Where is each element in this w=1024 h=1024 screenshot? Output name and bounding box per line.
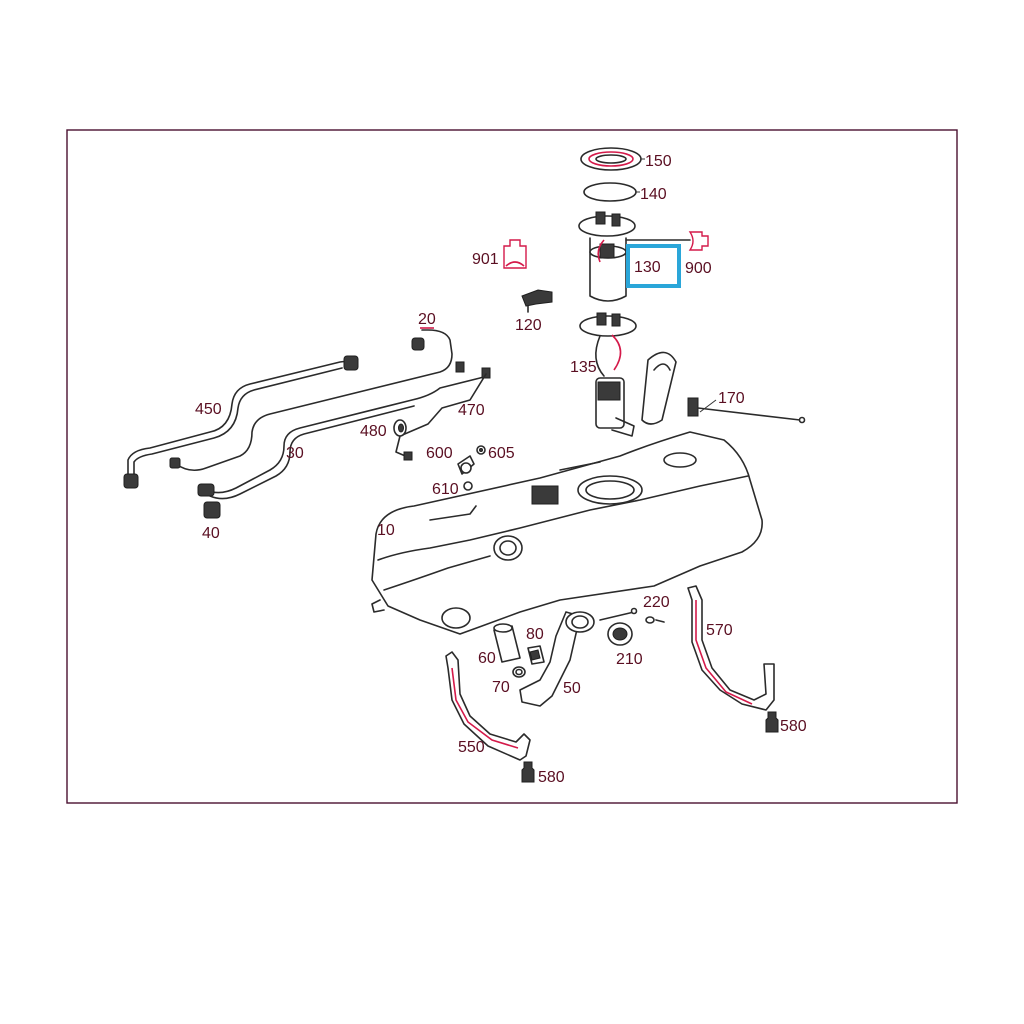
- label-480[interactable]: 480: [360, 423, 387, 440]
- part-150-lock-ring[interactable]: [580, 147, 642, 171]
- part-80-bracket[interactable]: [527, 645, 545, 665]
- label-120[interactable]: 120: [515, 317, 542, 334]
- label-900[interactable]: 900: [685, 260, 712, 277]
- part-40-connector[interactable]: [203, 501, 221, 519]
- label-220[interactable]: 220: [643, 594, 670, 611]
- part-60-hose[interactable]: [493, 623, 521, 663]
- label-570[interactable]: 570: [706, 622, 733, 639]
- part-570-tank-strap[interactable]: [687, 585, 775, 711]
- label-30[interactable]: 30: [286, 445, 304, 462]
- highlight-box-130: [626, 244, 681, 288]
- part-140-seal-ring[interactable]: [583, 182, 637, 202]
- part-450-fuel-line[interactable]: [123, 355, 359, 489]
- part-470-fuel-line[interactable]: [395, 373, 487, 461]
- label-550[interactable]: 550: [458, 739, 485, 756]
- label-605[interactable]: 605: [488, 445, 515, 462]
- label-50[interactable]: 50: [563, 680, 581, 697]
- part-605-nut[interactable]: [476, 445, 486, 455]
- label-10[interactable]: 10: [377, 522, 395, 539]
- label-80[interactable]: 80: [526, 626, 544, 643]
- part-610-washer[interactable]: [463, 481, 473, 491]
- label-580-right[interactable]: 580: [780, 718, 807, 735]
- part-580-bolt-left[interactable]: [521, 761, 535, 783]
- label-210[interactable]: 210: [616, 651, 643, 668]
- label-135[interactable]: 135: [570, 359, 597, 376]
- part-labels: 150 140 130 900 901 120 135 170 20 450 4…: [195, 153, 807, 786]
- part-901-connector[interactable]: [503, 239, 527, 269]
- label-130[interactable]: 130: [634, 259, 661, 276]
- part-480-grommet[interactable]: [393, 419, 407, 437]
- label-60[interactable]: 60: [478, 650, 496, 667]
- label-600[interactable]: 600: [426, 445, 453, 462]
- label-20[interactable]: 20: [418, 311, 436, 328]
- label-140[interactable]: 140: [640, 186, 667, 203]
- part-10-fuel-tank[interactable]: [371, 431, 763, 635]
- part-20-fuel-line[interactable]: [169, 327, 453, 472]
- leader-lines: [636, 158, 717, 413]
- label-901[interactable]: 901: [472, 251, 499, 268]
- label-610[interactable]: 610: [432, 481, 459, 498]
- part-550-tank-strap[interactable]: [445, 651, 531, 761]
- part-580-bolt-right[interactable]: [765, 711, 779, 733]
- diagram-frame: [66, 129, 958, 804]
- part-70-clamp[interactable]: [512, 666, 526, 678]
- part-600-bracket[interactable]: [457, 455, 475, 475]
- part-120-sensor[interactable]: [521, 289, 553, 313]
- part-135-pump-module[interactable]: [579, 312, 637, 437]
- label-40[interactable]: 40: [202, 525, 220, 542]
- part-30-fuel-line[interactable]: [197, 361, 491, 500]
- label-470[interactable]: 470: [458, 402, 485, 419]
- part-50-filler-neck[interactable]: [519, 607, 638, 707]
- label-170[interactable]: 170: [718, 390, 745, 407]
- label-450[interactable]: 450: [195, 401, 222, 418]
- part-130-fuel-pump[interactable]: [578, 211, 691, 302]
- part-210-fuel-cap[interactable]: [607, 622, 633, 646]
- part-220-clip[interactable]: [645, 616, 665, 624]
- label-150[interactable]: 150: [645, 153, 672, 170]
- part-170-level-sender[interactable]: [641, 351, 806, 425]
- label-70[interactable]: 70: [492, 679, 510, 696]
- part-900-connector[interactable]: [688, 231, 709, 251]
- label-580-left[interactable]: 580: [538, 769, 565, 786]
